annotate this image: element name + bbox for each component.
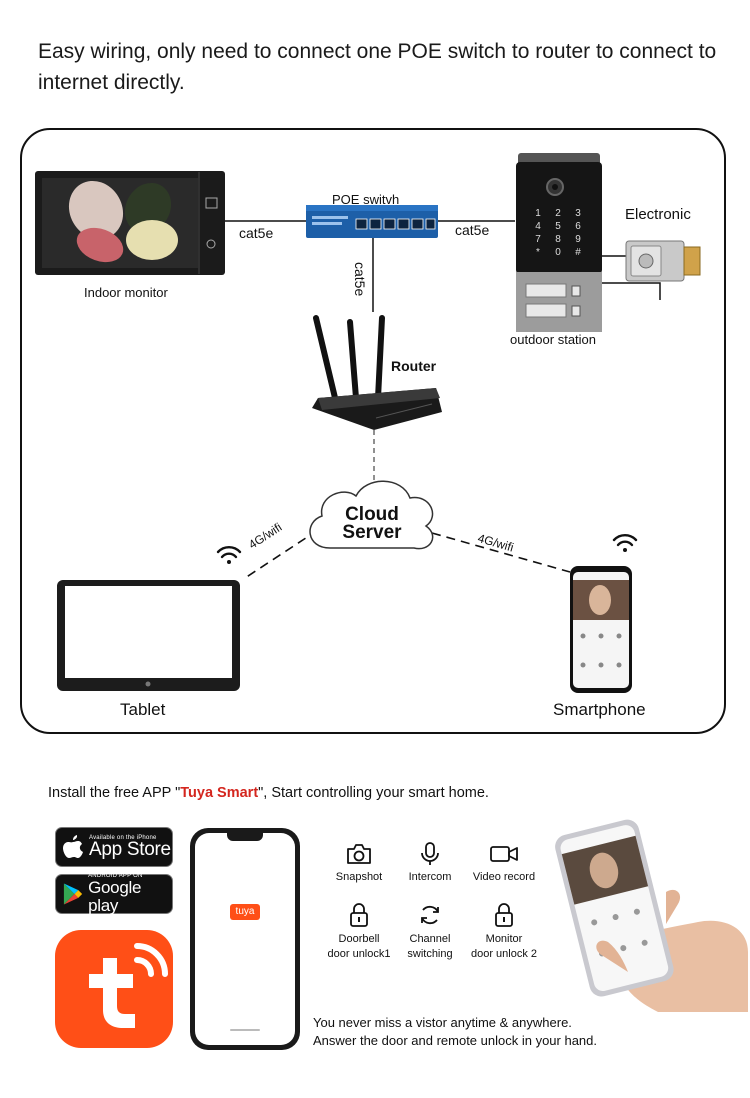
wifi-icon-left	[216, 546, 242, 564]
footer-line-2: Answer the door and remote unlock in you…	[313, 1033, 598, 1048]
keypad-key: 6	[575, 221, 581, 232]
camera-icon	[347, 844, 371, 864]
keypad: 1 2 3 4 5 6 7 8 9 * 0 #	[528, 208, 588, 259]
cloud-shape	[309, 480, 434, 550]
lock-wire-bottom	[600, 282, 661, 300]
keypad-key: 8	[555, 234, 561, 245]
keypad-key: 7	[535, 234, 541, 245]
tablet-label: Tablet	[120, 700, 166, 719]
switch-icon	[421, 905, 439, 925]
keypad-key: 5	[555, 221, 561, 232]
apple-icon	[63, 835, 83, 858]
app-name: Tuya Smart	[180, 785, 259, 801]
feature-label-line2: door unlock 2	[470, 948, 538, 960]
electronic-label: Electronic	[625, 206, 691, 223]
cloud-phone-link	[431, 532, 571, 573]
app-store-small-text: Available on the iPhone	[89, 835, 157, 841]
tuya-app-icon[interactable]	[55, 930, 173, 1048]
keypad-key: #	[575, 247, 581, 258]
install-prefix: Install the free APP "	[48, 785, 181, 801]
outdoor-station-device	[516, 153, 602, 332]
keypad-key: 0	[555, 247, 561, 258]
keypad-key: 9	[575, 234, 581, 245]
feature-label: Channel	[409, 933, 451, 945]
indoor-monitor-device	[35, 171, 225, 275]
video-camera-icon	[490, 846, 518, 862]
install-suffix: ", Start controlling your smart home.	[258, 785, 489, 801]
poe-switch-device	[306, 205, 438, 238]
feature-snapshot: Snapshot	[316, 842, 402, 885]
feature-channel-switching: Channel switching	[387, 902, 473, 962]
feature-label: Video record	[472, 871, 536, 883]
phone-home-indicator	[230, 1029, 260, 1031]
cloud-line-1: Cloud	[345, 504, 399, 525]
lock-icon	[495, 903, 513, 927]
footer-line-1: You never miss a vistor anytime & anywhe…	[313, 1015, 572, 1030]
keypad-key: 2	[555, 208, 561, 219]
cloud-line-2: Server	[342, 522, 402, 543]
router-label: Router	[391, 358, 437, 374]
google-play-icon	[63, 883, 83, 905]
keypad-key: 3	[575, 208, 581, 219]
app-store-big-text: App Store	[89, 839, 171, 860]
feature-label: Doorbell	[338, 933, 380, 945]
footer-text: You never miss a vistor anytime & anywhe…	[313, 1014, 597, 1050]
google-play-small-text: ANDROID APP ON	[88, 873, 143, 879]
microphone-icon	[421, 842, 439, 865]
headline: Easy wiring, only need to connect one PO…	[38, 40, 717, 94]
phone-notch	[227, 833, 263, 841]
phone-mockup: tuya	[190, 828, 300, 1050]
feature-label: Snapshot	[335, 871, 383, 883]
wifi-icon-right	[612, 534, 638, 552]
install-instruction: Install the free APP "Tuya Smart", Start…	[48, 785, 489, 801]
electronic-lock-device	[625, 240, 701, 282]
phone-tuya-logo: tuya	[230, 904, 260, 920]
cable-label-left: cat5e	[239, 225, 274, 241]
tablet-device	[57, 580, 240, 691]
google-play-badge[interactable]: ANDROID APP ON Google play	[55, 873, 173, 915]
outdoor-station-label: outdoor station	[510, 332, 597, 347]
feature-monitor-unlock: Monitor door unlock 2	[461, 902, 547, 962]
app-store-badge[interactable]: Available on the iPhone App Store	[55, 827, 173, 867]
feature-video-record: Video record	[461, 842, 547, 885]
cable-label-down: cat5e	[352, 262, 368, 297]
hand-phone-illustration	[555, 819, 748, 1012]
tuya-logo-icon	[89, 943, 168, 1028]
smartphone-device	[570, 566, 632, 693]
diagram-frame	[20, 128, 726, 734]
cable-label-right: cat5e	[455, 222, 490, 238]
feature-label: Intercom	[408, 871, 452, 883]
keypad-key: *	[536, 247, 540, 258]
poe-switch-label: POE switvh	[332, 192, 400, 207]
feature-label-line2: door unlock1	[327, 948, 391, 960]
smartphone-label: Smartphone	[553, 700, 646, 719]
router-device	[312, 315, 442, 430]
cloud-server-label: Cloud Server	[336, 504, 408, 543]
google-play-big-text: Google play	[88, 878, 142, 915]
feature-label-line2: switching	[407, 948, 453, 960]
keypad-key: 4	[535, 221, 541, 232]
keypad-key: 1	[535, 208, 541, 219]
feature-doorbell-unlock: Doorbell door unlock1	[316, 902, 402, 962]
feature-label: Monitor	[485, 933, 523, 945]
feature-intercom: Intercom	[387, 842, 473, 885]
indoor-monitor-label: Indoor monitor	[84, 285, 168, 300]
lock-icon	[350, 903, 368, 927]
phone-screen: tuya	[195, 833, 295, 1045]
